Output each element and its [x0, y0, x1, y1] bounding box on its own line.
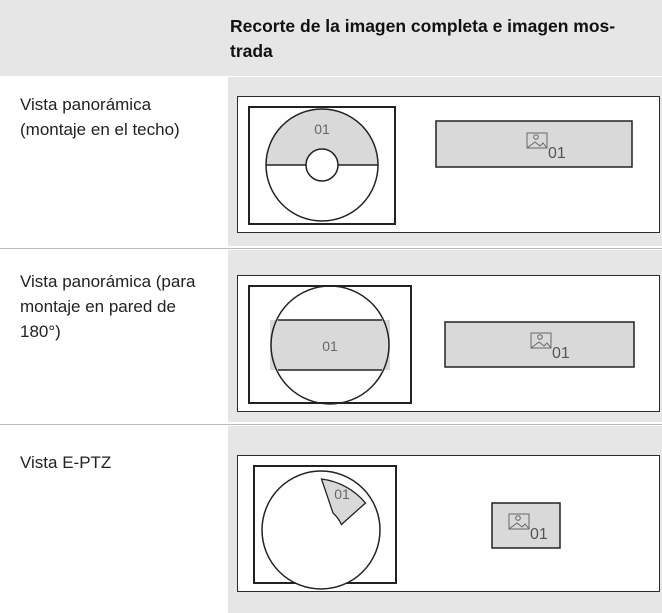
row-label-ceiling: Vista panorámica (montaje en el techo): [20, 92, 225, 142]
fisheye-circle: [270, 285, 390, 405]
row-divider: [0, 424, 662, 425]
fisheye-circle: [261, 470, 381, 590]
view-tag: 01: [530, 526, 548, 543]
center-ring: [305, 148, 339, 182]
table-header: Recorte de la imagen completa e imagen m…: [0, 0, 662, 76]
displayed-view: [444, 321, 635, 368]
row-label-line: Vista panorámica (para: [20, 272, 196, 291]
row-label-line: Vista panorámica: [20, 95, 152, 114]
column-header-line2: trada: [230, 41, 273, 61]
image-icon: [526, 132, 548, 149]
eptz-diagram: 01 01: [253, 465, 561, 590]
ptz-crop-sector: [320, 478, 367, 526]
column-header: Recorte de la imagen completa e imagen m…: [230, 14, 645, 64]
row-label-eptz: Vista E-PTZ: [20, 450, 225, 475]
output-frame: 01 01: [237, 275, 660, 412]
circle-tag: 01: [322, 338, 338, 354]
row-label-line: (montaje en el techo): [20, 120, 180, 139]
circle-tag: 01: [334, 486, 350, 502]
row-label-line: 180°): [20, 322, 61, 341]
wall-diagram: 01 01: [248, 285, 635, 405]
row-divider: [0, 248, 662, 249]
crop-area: [266, 109, 378, 165]
row-label-line: Vista E-PTZ: [20, 453, 112, 472]
output-frame: 01 01: [237, 96, 660, 233]
view-tag: 01: [548, 145, 566, 162]
displayed-view: [435, 120, 633, 168]
column-header-line1: Recorte de la imagen completa e imagen m…: [230, 16, 616, 36]
view-tag: 01: [552, 345, 570, 362]
diagram-cell-eptz: 01 01: [228, 426, 662, 613]
ceiling-diagram: 01 01: [248, 106, 633, 225]
diagram-cell-wall: 01 01: [228, 250, 662, 422]
row-label-wall: Vista panorámica (para montaje en pared …: [20, 269, 225, 344]
image-icon: [530, 332, 552, 349]
crop-band: [270, 320, 390, 370]
output-frame: 01 01: [237, 455, 660, 592]
circle-tag: 01: [314, 121, 330, 137]
image-icon: [508, 513, 530, 530]
row-label-line: montaje en pared de: [20, 297, 176, 316]
diagram-cell-ceiling: 01 01: [228, 77, 662, 246]
